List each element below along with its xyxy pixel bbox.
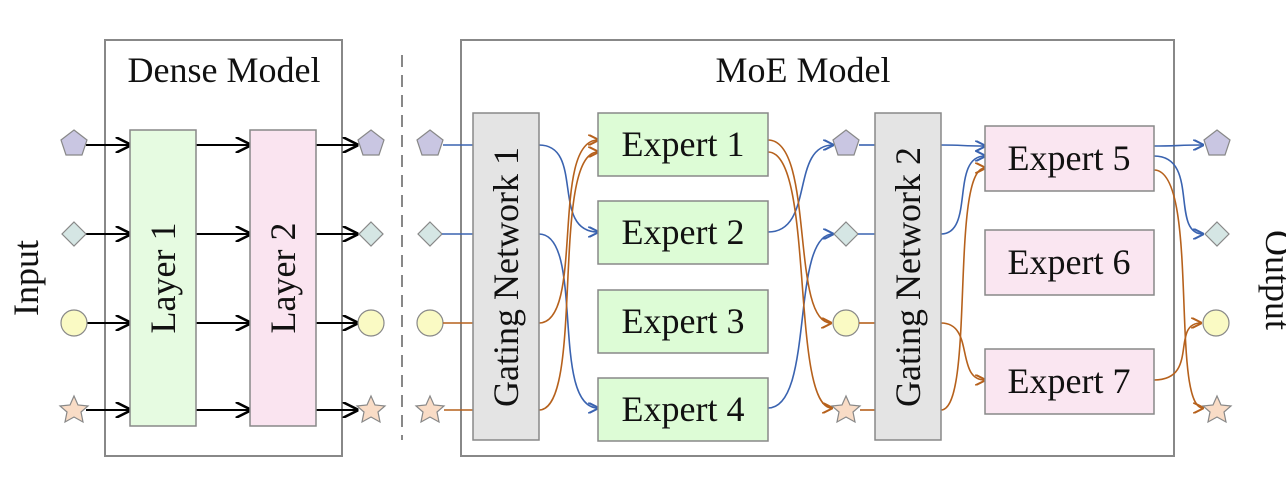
expert-4-box (597, 377, 769, 442)
layer-2-label: Layer 2 (263, 223, 303, 334)
input-label: Input (6, 240, 46, 316)
dense-arrows (86, 145, 357, 410)
moe-model-frame (460, 39, 1175, 457)
diamond-token-icon (833, 221, 859, 247)
expert-6-box (984, 229, 1155, 296)
gating-2-input-lines (858, 144, 875, 411)
dense-model-frame (104, 39, 343, 457)
expert-output-routes-1 (767, 139, 833, 408)
diamond-token-icon (61, 221, 87, 247)
expert-2-label: Expert 2 (622, 212, 745, 252)
expert-6-label: Expert 6 (1008, 242, 1131, 282)
expert-output-routes-2 (1153, 145, 1203, 408)
expert-5-label: Expert 5 (1008, 138, 1131, 178)
star-token-icon (830, 394, 862, 424)
diamond-token-icon (1204, 221, 1230, 247)
gating-network-1-box (472, 112, 540, 441)
pentagon-token-icon (832, 129, 860, 156)
gating-2-routes (940, 145, 985, 411)
expert-2-box (597, 200, 769, 265)
diamond-token-icon (358, 221, 384, 247)
star-token-icon (414, 394, 446, 424)
gating-1-routes (538, 140, 598, 410)
expert-3-box (597, 289, 769, 354)
circle-token-icon (60, 309, 88, 337)
expert-4-label: Expert 4 (622, 389, 745, 429)
expert-7-label: Expert 7 (1008, 361, 1131, 401)
star-token-icon (1201, 394, 1233, 424)
gating-network-2-box (874, 112, 942, 441)
circle-token-icon (357, 309, 385, 337)
expert-5-box (984, 125, 1155, 192)
moe-model-title: MoE Model (716, 50, 891, 90)
star-token-icon (355, 394, 387, 424)
dense-model-title: Dense Model (128, 50, 321, 90)
pentagon-token-icon (416, 129, 444, 156)
gating-network-2-label: Gating Network 2 (888, 147, 928, 407)
pentagon-token-icon (60, 129, 88, 156)
gating-network-1-label: Gating Network 1 (486, 147, 526, 407)
expert-1-box (597, 112, 769, 177)
expert-1-label: Expert 1 (622, 124, 745, 164)
pentagon-token-icon (357, 129, 385, 156)
expert-7-box (984, 348, 1155, 415)
circle-token-icon (832, 309, 860, 337)
layer-2-box (249, 129, 317, 427)
layer-1-box (129, 129, 197, 427)
circle-token-icon (1202, 309, 1230, 337)
circle-token-icon (416, 309, 444, 337)
pentagon-token-icon (1203, 129, 1231, 156)
gating-1-input-lines (442, 144, 473, 411)
diamond-token-icon (417, 221, 443, 247)
layer-1-label: Layer 1 (143, 223, 183, 334)
star-token-icon (58, 394, 90, 424)
expert-3-label: Expert 3 (622, 301, 745, 341)
output-label: Output (1258, 230, 1286, 330)
